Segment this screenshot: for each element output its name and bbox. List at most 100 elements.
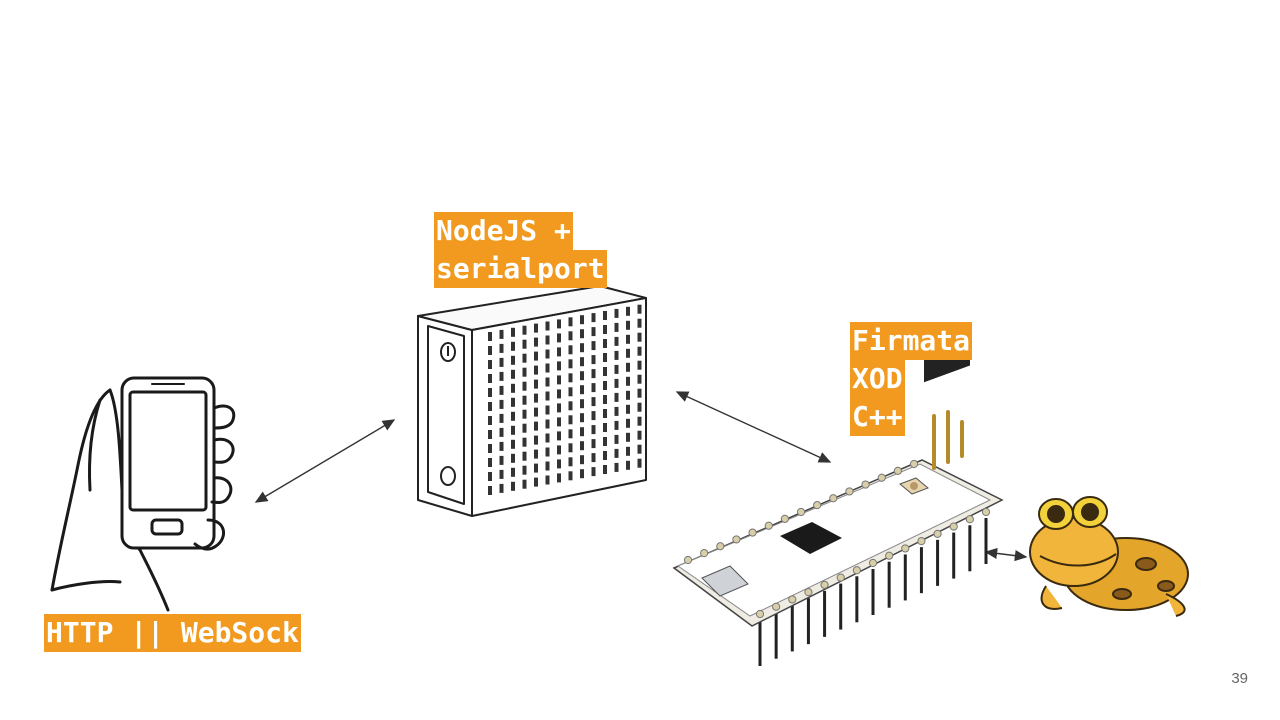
board-pin [952, 532, 956, 579]
vent-slot [591, 453, 596, 463]
vent-slot [637, 346, 642, 356]
vent-slot [591, 411, 596, 421]
vent-slot [499, 427, 504, 437]
vent-slot [603, 325, 607, 334]
vent-slot [557, 459, 561, 469]
vent-slot [522, 423, 527, 433]
vent-slot [522, 325, 527, 335]
vent-slot [511, 369, 515, 379]
arrow-board-frog [984, 547, 1028, 562]
board-hole [852, 566, 861, 575]
vent-slot [568, 331, 573, 341]
vent-slot [603, 437, 607, 446]
vent-slot [545, 475, 550, 485]
vent-slot [499, 483, 504, 493]
vent-slot [488, 416, 492, 425]
vent-slot [499, 413, 504, 423]
board-label: Firmata XOD C++ [850, 322, 973, 436]
vent-slot [637, 458, 642, 468]
vent-slot [534, 449, 538, 459]
vent-slot [499, 399, 504, 409]
vent-slot [614, 406, 619, 416]
vent-slot [511, 411, 515, 421]
vent-slot [499, 357, 504, 367]
vent-slot [534, 477, 538, 487]
vent-slot [591, 439, 596, 449]
vent-slot [534, 435, 538, 445]
board-hole [901, 544, 910, 553]
board-label-line-1: Firmata [850, 322, 973, 360]
vent-slot [511, 383, 515, 393]
vent-slot [499, 329, 504, 339]
vent-slot [511, 425, 515, 435]
board-hole [933, 529, 942, 538]
vent-slot [614, 350, 619, 360]
vent-slot [591, 425, 596, 435]
arduino-nano-board-icon [672, 339, 1004, 666]
vent-slot [614, 378, 619, 388]
vent-slot [614, 420, 619, 430]
vent-slot [591, 467, 596, 477]
vent-slot [534, 379, 538, 389]
vent-slot [614, 434, 619, 444]
board-pin [855, 576, 859, 623]
vent-slot [511, 355, 515, 365]
vent-slot [488, 458, 492, 467]
board-pin [887, 561, 891, 608]
page-number: 39 [1231, 670, 1248, 687]
board-hole [981, 507, 991, 517]
vent-slot [603, 451, 607, 460]
board-hole [716, 542, 725, 551]
vent-slot [568, 457, 573, 467]
vent-slot [545, 419, 550, 429]
vent-slot [614, 448, 619, 458]
vent-slot [580, 427, 584, 437]
board-hole [861, 480, 870, 489]
vent-slot [580, 357, 584, 367]
vent-slot [522, 437, 527, 447]
vent-slot [534, 393, 538, 403]
vent-slot [591, 369, 596, 379]
vent-slot [626, 432, 630, 442]
arrow-server-board [675, 391, 832, 463]
board-hole [732, 535, 741, 544]
vent-slot [488, 332, 492, 341]
board-hole [965, 515, 974, 524]
vent-slot [511, 397, 515, 407]
vent-slot [568, 373, 573, 383]
vent-slot [522, 479, 527, 489]
board-label-line-2: XOD [850, 360, 905, 398]
vent-slot [580, 413, 584, 423]
vent-slot [522, 465, 527, 475]
board-pin [936, 539, 940, 586]
board-pin [839, 583, 843, 630]
vent-slot [626, 446, 630, 456]
vent-slot [626, 418, 630, 428]
vent-slot [626, 306, 630, 316]
vent-slot [637, 430, 642, 440]
vent-slot [557, 319, 561, 329]
vent-slot [626, 376, 630, 386]
vent-slot [591, 313, 596, 323]
vent-slot [603, 409, 607, 418]
vent-slot [637, 304, 642, 314]
board-hole [909, 459, 919, 469]
vent-slot [557, 473, 561, 483]
board-hole [796, 507, 806, 517]
hand-holding-phone-icon [50, 376, 236, 612]
board-hole [877, 473, 886, 482]
vent-slot [488, 374, 492, 383]
vent-slot [545, 349, 550, 359]
board-hole [949, 522, 958, 531]
vent-slot [568, 317, 573, 327]
vent-slot [488, 486, 492, 495]
vent-slot [522, 381, 527, 391]
vent-slot [568, 429, 573, 439]
vent-slot [545, 447, 550, 457]
vent-slot [557, 403, 561, 413]
vent-slot [637, 318, 642, 328]
vent-slot [580, 455, 584, 465]
board-hole [772, 602, 781, 611]
vent-slot [511, 467, 515, 477]
